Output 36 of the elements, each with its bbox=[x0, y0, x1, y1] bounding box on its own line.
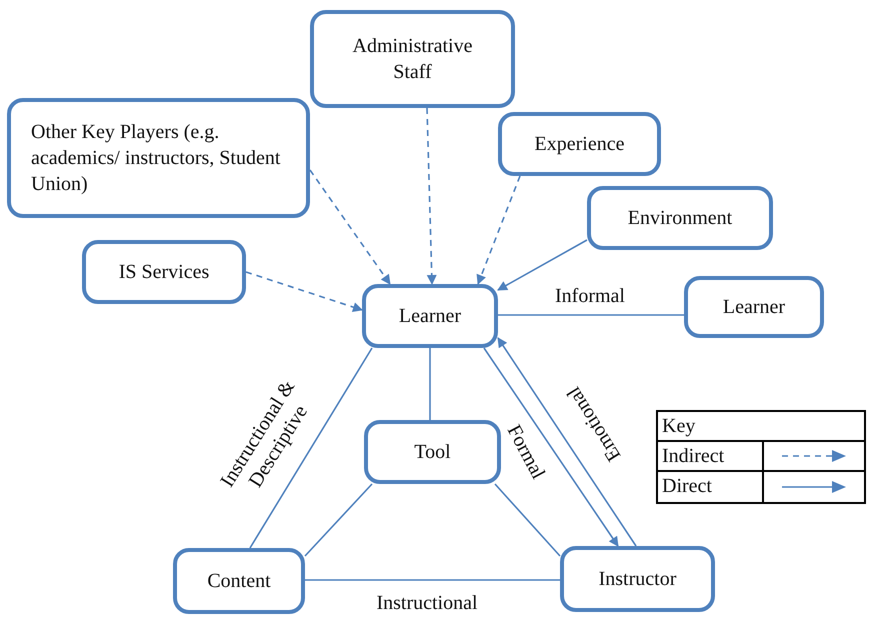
connector bbox=[429, 348, 431, 420]
rounded-box bbox=[82, 240, 246, 304]
rounded-box bbox=[560, 546, 715, 612]
key-title: Key bbox=[662, 415, 696, 437]
rounded-box bbox=[684, 276, 824, 338]
rounded-box bbox=[362, 284, 498, 348]
box-text: Environment bbox=[628, 206, 732, 231]
box-text: Content bbox=[207, 569, 271, 594]
rounded-box bbox=[7, 98, 310, 218]
connector bbox=[246, 271, 363, 312]
connector bbox=[426, 108, 437, 285]
box-text: Learner bbox=[398, 304, 462, 329]
box-text: Administrative Staff bbox=[352, 34, 474, 85]
connector bbox=[494, 483, 561, 557]
rounded-box bbox=[498, 112, 661, 176]
rounded-box bbox=[364, 420, 501, 484]
box-text: Tool bbox=[414, 440, 451, 465]
connector bbox=[305, 579, 560, 581]
connector bbox=[483, 348, 619, 547]
connector bbox=[497, 337, 637, 546]
connector bbox=[304, 483, 373, 557]
box-text: IS Services bbox=[118, 260, 210, 285]
connector bbox=[497, 239, 588, 291]
box-text: Other Key Players (e.g. academics/ instructors, Student Union) bbox=[31, 120, 282, 197]
legend-text: Indirect bbox=[662, 445, 724, 467]
rounded-box bbox=[587, 186, 773, 250]
legend-text: Direct bbox=[662, 475, 712, 497]
rounded-box bbox=[173, 548, 305, 614]
connector bbox=[498, 314, 684, 316]
box-text: Experience bbox=[534, 132, 624, 157]
box-text: Instructor bbox=[598, 567, 676, 592]
box-text: Learner bbox=[722, 295, 786, 320]
connector bbox=[249, 348, 373, 548]
connector bbox=[309, 170, 391, 285]
rounded-box bbox=[310, 10, 515, 108]
connector bbox=[476, 176, 521, 285]
